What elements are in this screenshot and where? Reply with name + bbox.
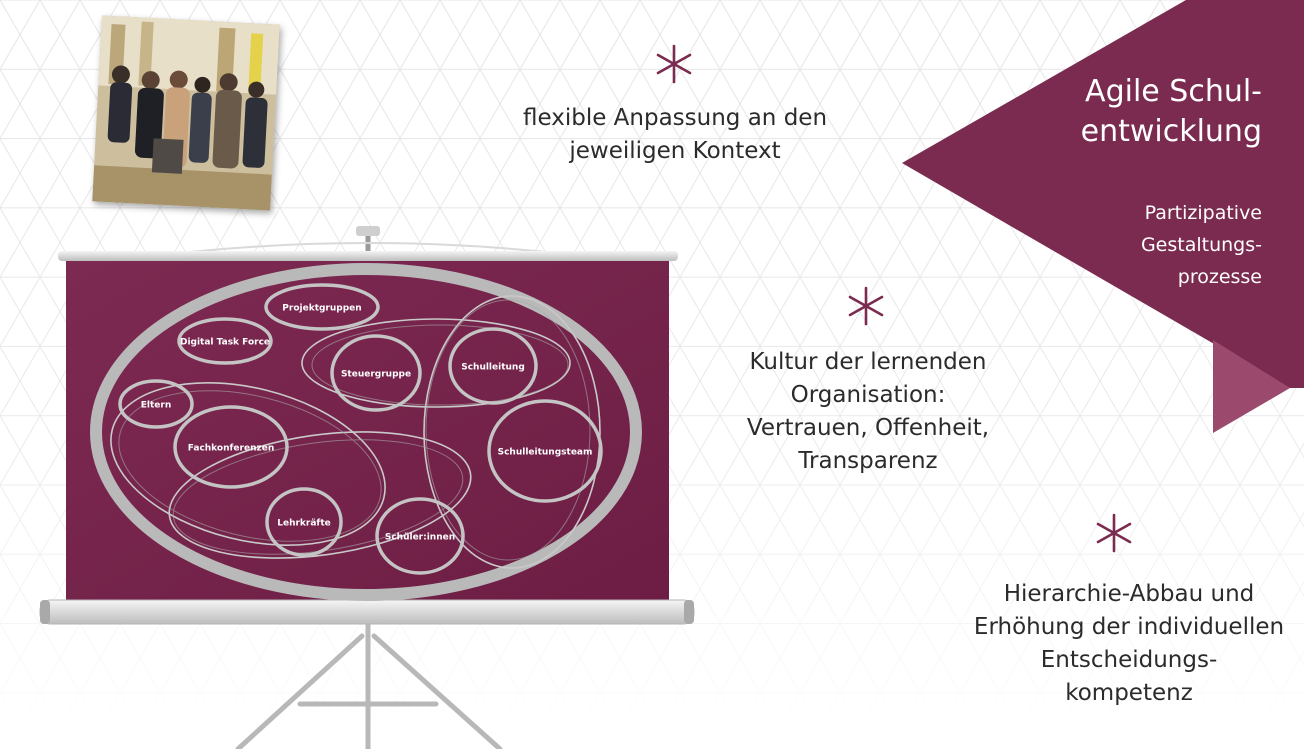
node-eltern: Eltern — [141, 401, 172, 411]
asterisk-icon — [1096, 513, 1132, 553]
asterisk-icon — [848, 286, 884, 326]
feature-learning-organisation: Kultur der lernenden Organisation: Vertr… — [746, 349, 990, 474]
node-schulleitungsteam-ring — [487, 399, 603, 503]
node-lehrkraefte-ring — [265, 487, 343, 557]
node-schulleitungsteam: Schulleitungsteam — [498, 448, 593, 458]
node-steuergruppe-ring — [330, 334, 422, 412]
node-fachkonferenzen-ring — [173, 405, 289, 489]
feature-flexible-adaptation: flexible Anpassung an den jeweiligen Kon… — [522, 105, 828, 164]
node-schulleitung: Schulleitung — [461, 363, 525, 373]
banner-subtitle: Partizipative Gestaltungs- prozesse — [1140, 202, 1262, 288]
node-eltern-ring — [118, 379, 194, 429]
node-projektgruppen: Projektgruppen — [282, 304, 361, 314]
group-photo — [92, 15, 280, 211]
node-fachkonferenzen: Fachkonferenzen — [188, 444, 275, 454]
node-schulleitung-ring — [448, 327, 538, 405]
feature-hierarchy-reduction: Hierarchie-Abbau und Erhöhung der indivi… — [973, 581, 1285, 706]
banner-title: Agile Schul- entwicklung — [1080, 74, 1262, 149]
group-photo-icon — [92, 15, 280, 211]
node-schuelerinnen-ring — [375, 497, 465, 575]
node-lehrkraefte: Lehrkräfte — [277, 519, 331, 529]
node-steuergruppe: Steuergruppe — [341, 370, 411, 380]
node-digital-task-force: Digital Task Force — [180, 338, 270, 348]
node-schuelerinnen: Schüler:innen — [385, 533, 455, 543]
asterisk-icon — [656, 44, 692, 84]
node-projektgruppen-ring — [264, 283, 380, 331]
node-digital-task-force-ring — [177, 317, 273, 365]
